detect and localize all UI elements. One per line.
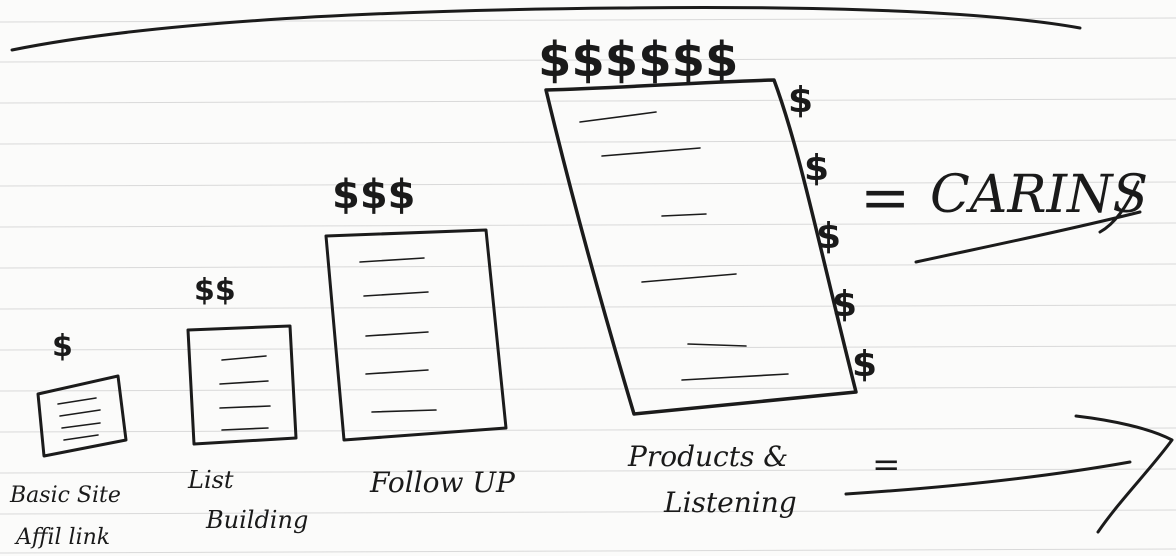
label-list-1: List xyxy=(187,466,234,494)
label-follow-up: Follow UP xyxy=(369,466,516,499)
stage-document xyxy=(546,80,856,414)
stage-document xyxy=(188,326,296,444)
result-equals: = xyxy=(860,163,910,233)
bottom-equals: = xyxy=(872,445,901,485)
stage-dollars: $$ xyxy=(194,273,236,308)
stage-dollars: $$$$$$ xyxy=(538,32,738,88)
stage-dollars: $$$ xyxy=(332,172,416,218)
stage-follow-up: $$$ xyxy=(326,172,506,440)
document-lines xyxy=(58,398,100,440)
result-label: CARINS xyxy=(930,165,1148,225)
document-lines xyxy=(360,258,436,412)
label-basic-site-2: Affil link xyxy=(14,525,110,550)
ruled-lines xyxy=(0,18,1176,553)
stage-document xyxy=(326,230,506,440)
label-products-1: Products & xyxy=(627,440,788,473)
stage-basic-site: $ xyxy=(38,329,126,456)
label-basic-site-1: Basic Site xyxy=(9,483,121,508)
side-dollar: $ xyxy=(852,344,877,385)
label-products-2: Listening xyxy=(663,486,797,519)
side-dollar: $ xyxy=(832,284,857,325)
stage-dollars: $ xyxy=(52,329,73,364)
result-group: = CARINS xyxy=(860,163,1148,262)
stage-list-building: $$ xyxy=(188,273,296,444)
side-dollar: $ xyxy=(804,148,829,189)
stage-labels: Basic Site Affil link List Building Foll… xyxy=(9,440,797,550)
side-dollar: $ xyxy=(788,80,813,121)
side-dollar: $ xyxy=(816,216,841,257)
document-lines xyxy=(220,356,270,430)
stage-document xyxy=(38,376,126,456)
label-list-2: Building xyxy=(205,506,308,534)
bottom-arrow-group: = xyxy=(846,416,1172,532)
